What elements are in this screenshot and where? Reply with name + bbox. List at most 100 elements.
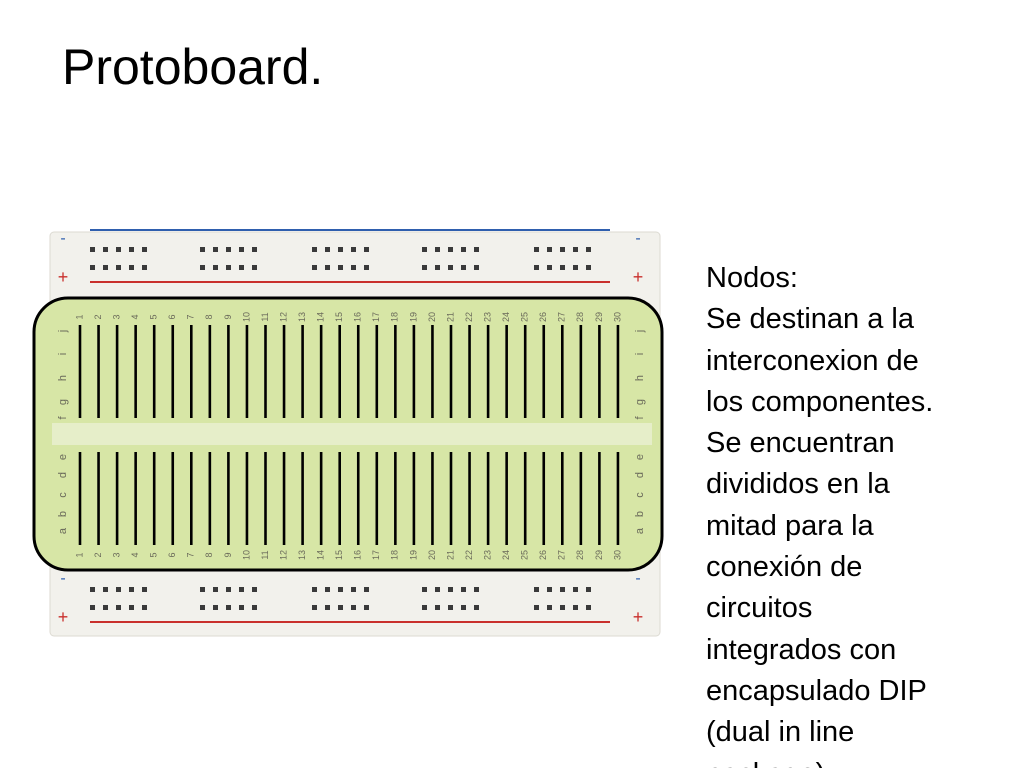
column-number-22: 22 [464, 312, 474, 322]
column-number-14: 14 [316, 550, 326, 560]
description-line: circuitos [706, 592, 813, 625]
top-rail-hole [474, 247, 479, 252]
row-letter-h: h [57, 375, 69, 381]
column-number-2: 2 [93, 314, 103, 319]
column-number-6: 6 [167, 314, 177, 319]
bottom-rail-hole [325, 605, 330, 610]
bottom-rail-hole [239, 605, 244, 610]
column-number-15: 15 [334, 312, 344, 322]
top-rail-hole [312, 247, 317, 252]
description-line: los componentes. [706, 385, 934, 418]
top-rail-hole [461, 247, 466, 252]
bottom-rail-hole [573, 587, 578, 592]
column-number-16: 16 [353, 312, 363, 322]
description-line: mitad para la [706, 509, 874, 542]
column-number-20: 20 [427, 312, 437, 322]
bottom-rail-hole [474, 605, 479, 610]
top-rail-hole [448, 265, 453, 270]
top-rail-hole [422, 265, 427, 270]
column-number-11: 11 [260, 550, 270, 559]
column-number-10: 10 [241, 312, 251, 322]
column-number-23: 23 [482, 312, 492, 322]
bottom-rail-hole [213, 605, 218, 610]
breadboard-diagram: -+-+-+-+jihgfedcbajihgfedcba112233445566… [32, 229, 664, 637]
top-rail-hole [461, 265, 466, 270]
top-rail-hole [103, 265, 108, 270]
description-line: divididos en la [706, 468, 890, 501]
top-rail-hole [586, 247, 591, 252]
bottom-rail-hole [142, 587, 147, 592]
top-rail-hole [448, 247, 453, 252]
column-number-26: 26 [538, 550, 548, 560]
bottom-rail-hole [435, 587, 440, 592]
column-number-28: 28 [575, 550, 585, 560]
column-number-14: 14 [316, 312, 326, 322]
bottom-rail-hole [129, 587, 134, 592]
top-rail-hole [325, 265, 330, 270]
column-number-19: 19 [408, 312, 418, 322]
column-number-13: 13 [297, 550, 307, 560]
center-channel [52, 423, 652, 445]
top-rail-hole [573, 247, 578, 252]
row-letter-a: a [634, 527, 646, 534]
description-line: interconexion de [706, 344, 919, 377]
top-rail-hole [351, 265, 356, 270]
bottom-rail-hole [422, 605, 427, 610]
bottom-rail-hole [586, 605, 591, 610]
slide-title: Protoboard. [62, 39, 324, 95]
bottom-rail-hole [586, 587, 591, 592]
column-number-21: 21 [445, 550, 455, 560]
column-number-4: 4 [130, 314, 140, 319]
row-letter-c: c [634, 492, 646, 498]
top-rail-hole [586, 265, 591, 270]
column-number-21: 21 [445, 312, 455, 322]
top-rail-hole [116, 247, 121, 252]
top-rail-hole [142, 265, 147, 270]
column-number-20: 20 [427, 550, 437, 560]
bottom-rail-plus-label-left: + [58, 607, 69, 627]
bottom-rail-hole [474, 587, 479, 592]
column-number-3: 3 [111, 552, 121, 557]
top-rail-minus-label-right: - [635, 230, 640, 247]
column-number-24: 24 [501, 312, 511, 322]
bottom-rail-hole [252, 587, 257, 592]
bottom-rail-hole [325, 587, 330, 592]
bottom-rail-hole [461, 605, 466, 610]
bottom-rail-hole [142, 605, 147, 610]
bottom-rail-hole [312, 605, 317, 610]
top-rail-hole [364, 247, 369, 252]
column-number-13: 13 [297, 312, 307, 322]
row-letter-d: d [634, 472, 646, 478]
top-rail-hole [435, 265, 440, 270]
column-number-18: 18 [390, 312, 400, 322]
top-rail-hole [116, 265, 121, 270]
top-rail-hole [435, 247, 440, 252]
column-number-26: 26 [538, 312, 548, 322]
row-letter-i: i [634, 353, 646, 355]
description-line: Nodos: [706, 262, 798, 294]
column-number-7: 7 [186, 314, 196, 319]
row-letter-i: i [57, 353, 69, 355]
row-letter-b: b [57, 511, 69, 517]
top-rail-hole [534, 265, 539, 270]
row-letter-d: d [57, 472, 69, 478]
column-number-8: 8 [204, 314, 214, 319]
bottom-rail-hole [103, 587, 108, 592]
bottom-rail-hole [364, 605, 369, 610]
bottom-rail-hole [252, 605, 257, 610]
column-number-9: 9 [223, 314, 233, 319]
bottom-rail-hole [200, 587, 205, 592]
bottom-rail-hole [461, 587, 466, 592]
top-rail-hole [252, 247, 257, 252]
column-number-4: 4 [130, 552, 140, 557]
top-rail-hole [213, 265, 218, 270]
bottom-rail-hole [534, 587, 539, 592]
column-number-8: 8 [204, 552, 214, 557]
top-rail-hole [547, 265, 552, 270]
column-number-30: 30 [612, 312, 622, 322]
column-number-11: 11 [260, 312, 270, 321]
top-rail-hole [103, 247, 108, 252]
bottom-rail-hole [90, 605, 95, 610]
bottom-rail-hole [534, 605, 539, 610]
